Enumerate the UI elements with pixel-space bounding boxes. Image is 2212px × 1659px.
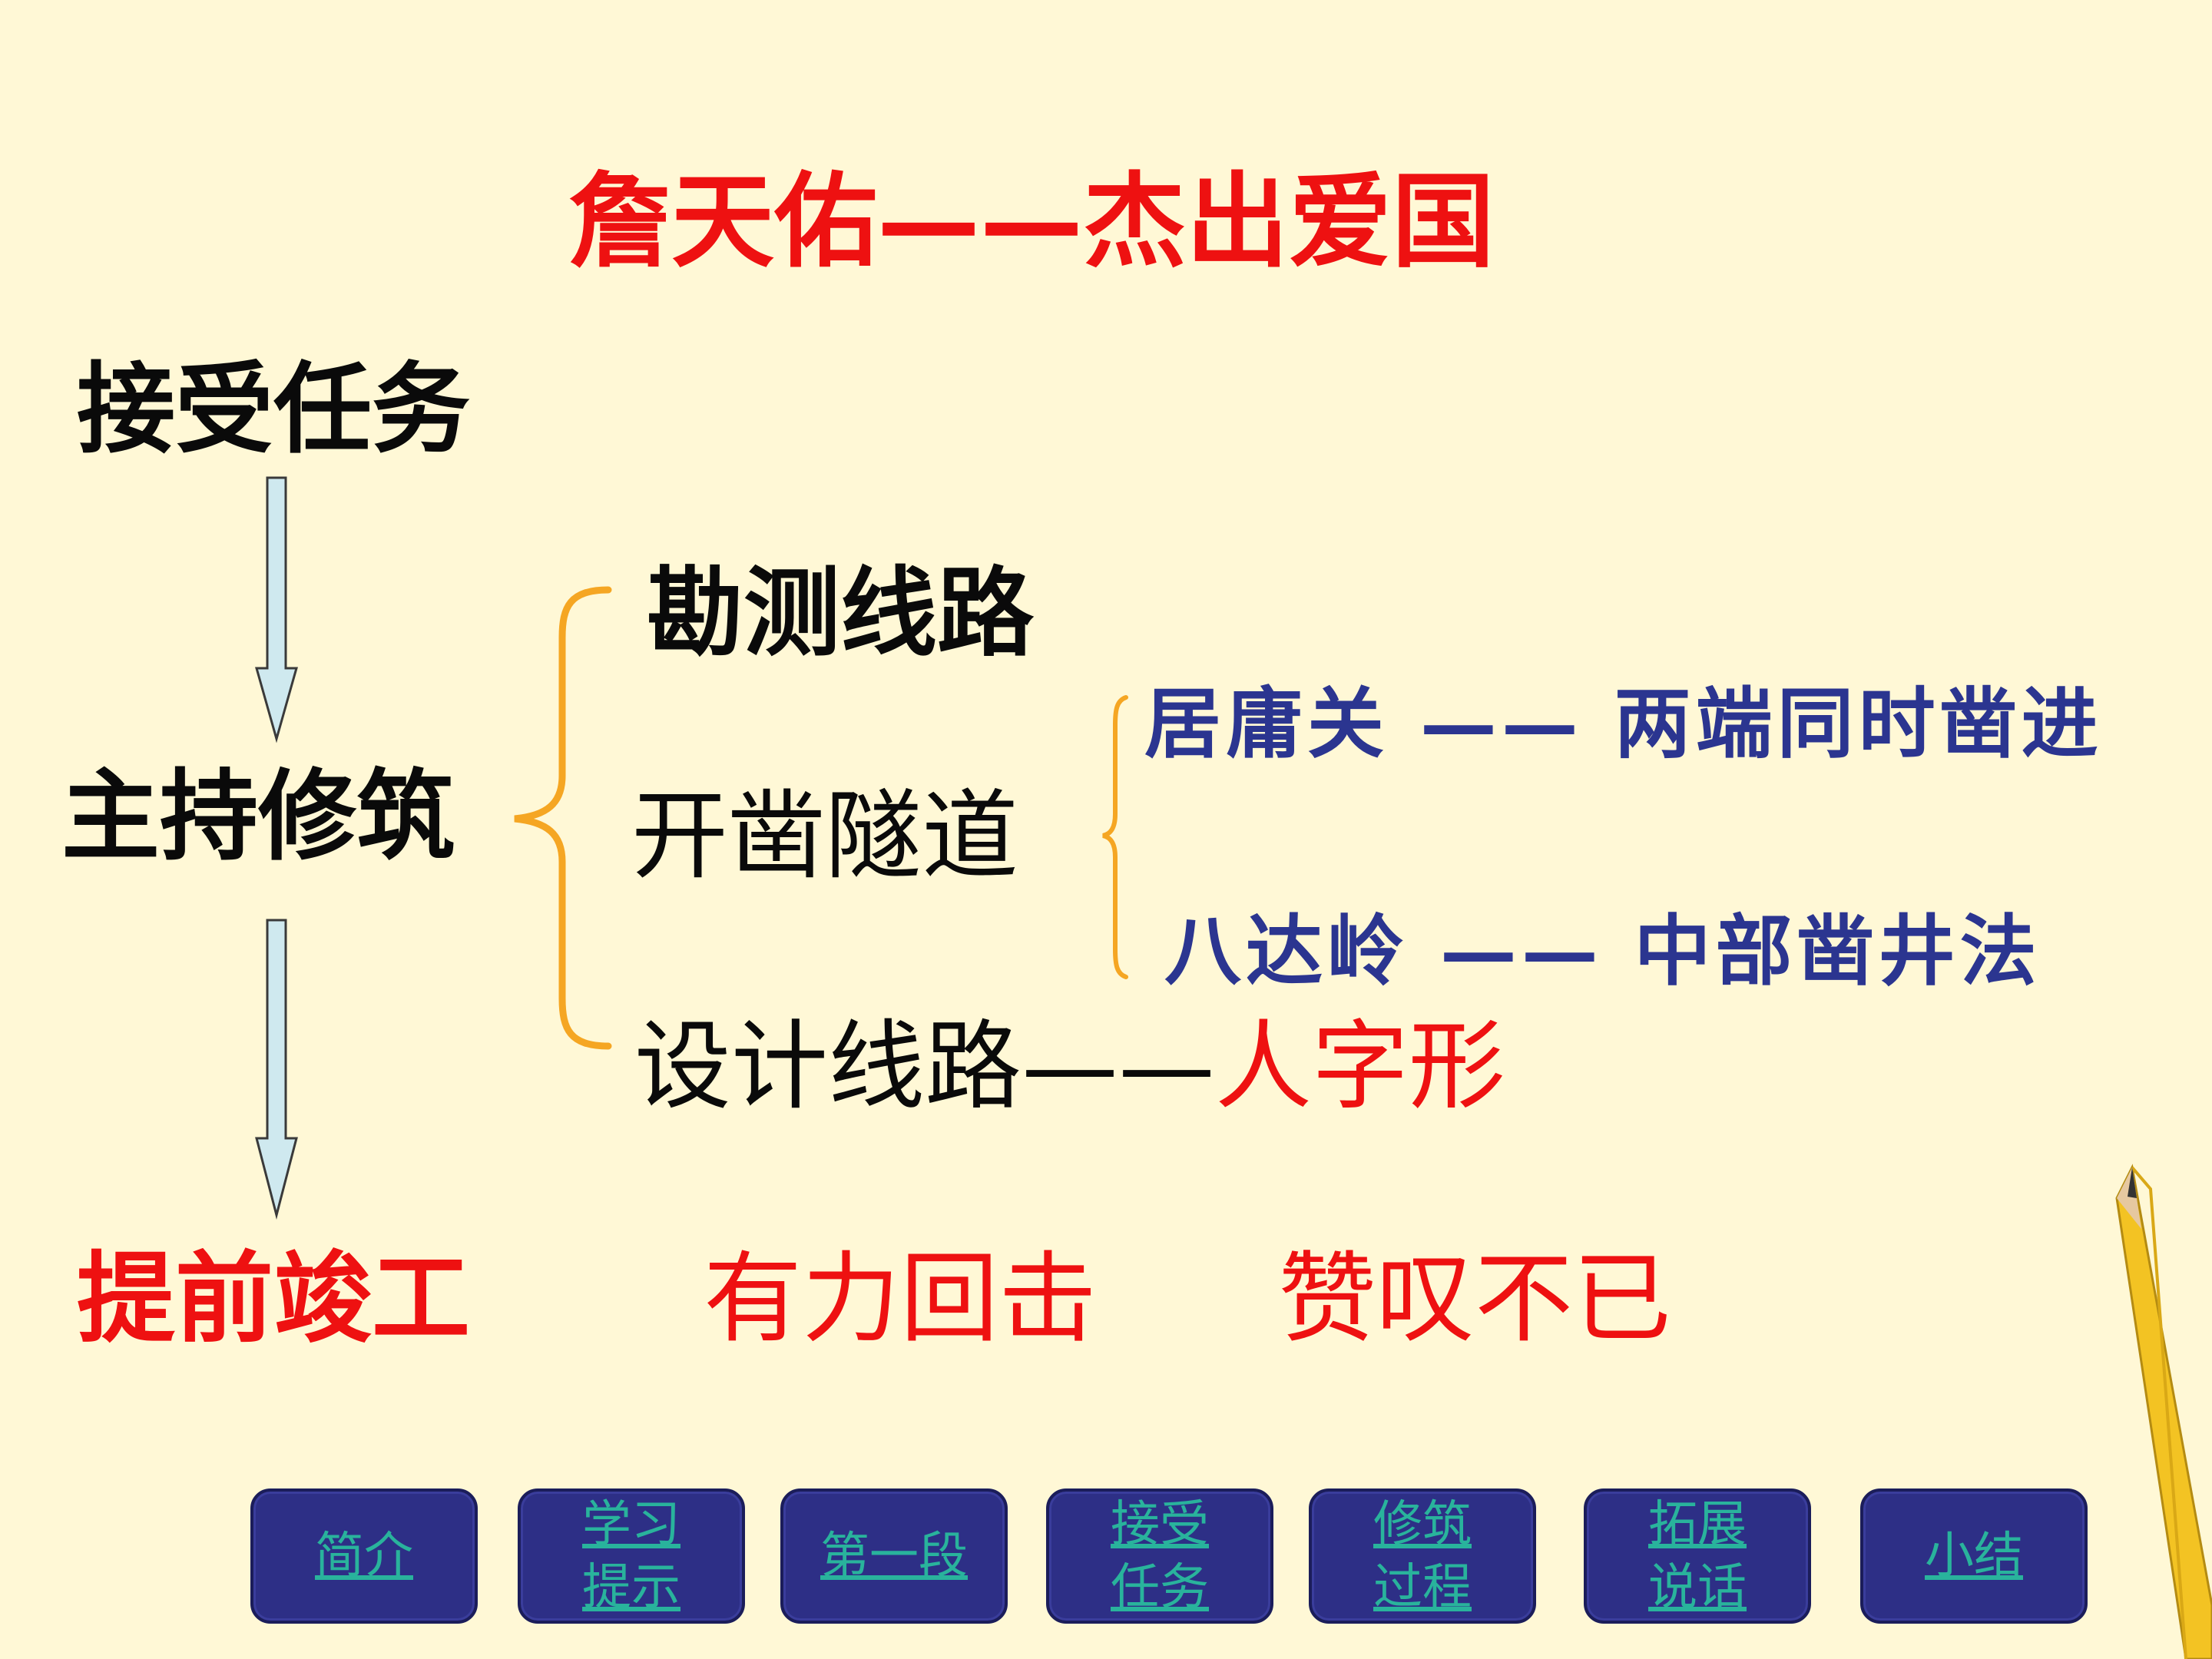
nav-link[interactable]: 说话 — [1648, 1559, 1747, 1616]
branch-survey-route: 勘测线路 — [647, 557, 1034, 670]
down-arrow-icon — [255, 919, 298, 1220]
nav-button-study-tips[interactable]: 学习 提示 — [518, 1488, 745, 1624]
nav-link[interactable]: 任务 — [1111, 1559, 1209, 1616]
tunnel-juyongguan: 居庸关 —— 两端同时凿进 — [1144, 678, 2103, 769]
nav-link[interactable]: 接受 — [1111, 1496, 1209, 1553]
nav-button-intro[interactable]: 简介 — [250, 1488, 478, 1624]
pencil-icon — [2115, 1164, 2212, 1659]
stage-early-completion: 提前竣工 — [77, 1242, 471, 1356]
nav-button-construction-process[interactable]: 修筑 过程 — [1309, 1488, 1536, 1624]
result-strike-back: 有力回击 — [704, 1242, 1098, 1356]
nav-link[interactable]: 拓展 — [1648, 1496, 1747, 1553]
nav-link[interactable]: 提示 — [582, 1559, 680, 1616]
nav-link[interactable]: 简介 — [315, 1528, 413, 1584]
branch-design-route: 设计线路——人字形 — [634, 1018, 1505, 1115]
page-title: 詹天佑——杰出爱国 — [568, 162, 1495, 282]
nav-button-accept-task[interactable]: 接受 任务 — [1046, 1488, 1273, 1624]
nav-link[interactable]: 学习 — [582, 1496, 680, 1553]
nav-button-extended-speaking[interactable]: 拓展 说话 — [1584, 1488, 1811, 1624]
nav-button-summary[interactable]: 小结 — [1860, 1488, 2088, 1624]
nav-link[interactable]: 修筑 — [1373, 1496, 1472, 1553]
design-route-label: 设计线路—— — [634, 1010, 1215, 1123]
nav-button-first-paragraph[interactable]: 第一段 — [780, 1488, 1008, 1624]
stage-accept-task: 接受任务 — [77, 353, 471, 467]
result-admire: 赞叹不已 — [1278, 1242, 1672, 1356]
nav-link[interactable]: 过程 — [1373, 1559, 1472, 1616]
tunnel-badaling: 八达岭 —— 中部凿井法 — [1164, 906, 2041, 996]
curly-brace-icon — [514, 586, 612, 1050]
branch-dig-tunnel: 开凿隧道 — [631, 780, 1018, 892]
design-route-highlight: 人字形 — [1215, 1010, 1505, 1123]
nav-link[interactable]: 第一段 — [820, 1528, 968, 1584]
stage-lead-construction: 主持修筑 — [61, 760, 455, 874]
curly-brace-icon — [1102, 695, 1128, 979]
nav-link[interactable]: 小结 — [1925, 1528, 2023, 1584]
down-arrow-icon — [255, 476, 298, 743]
